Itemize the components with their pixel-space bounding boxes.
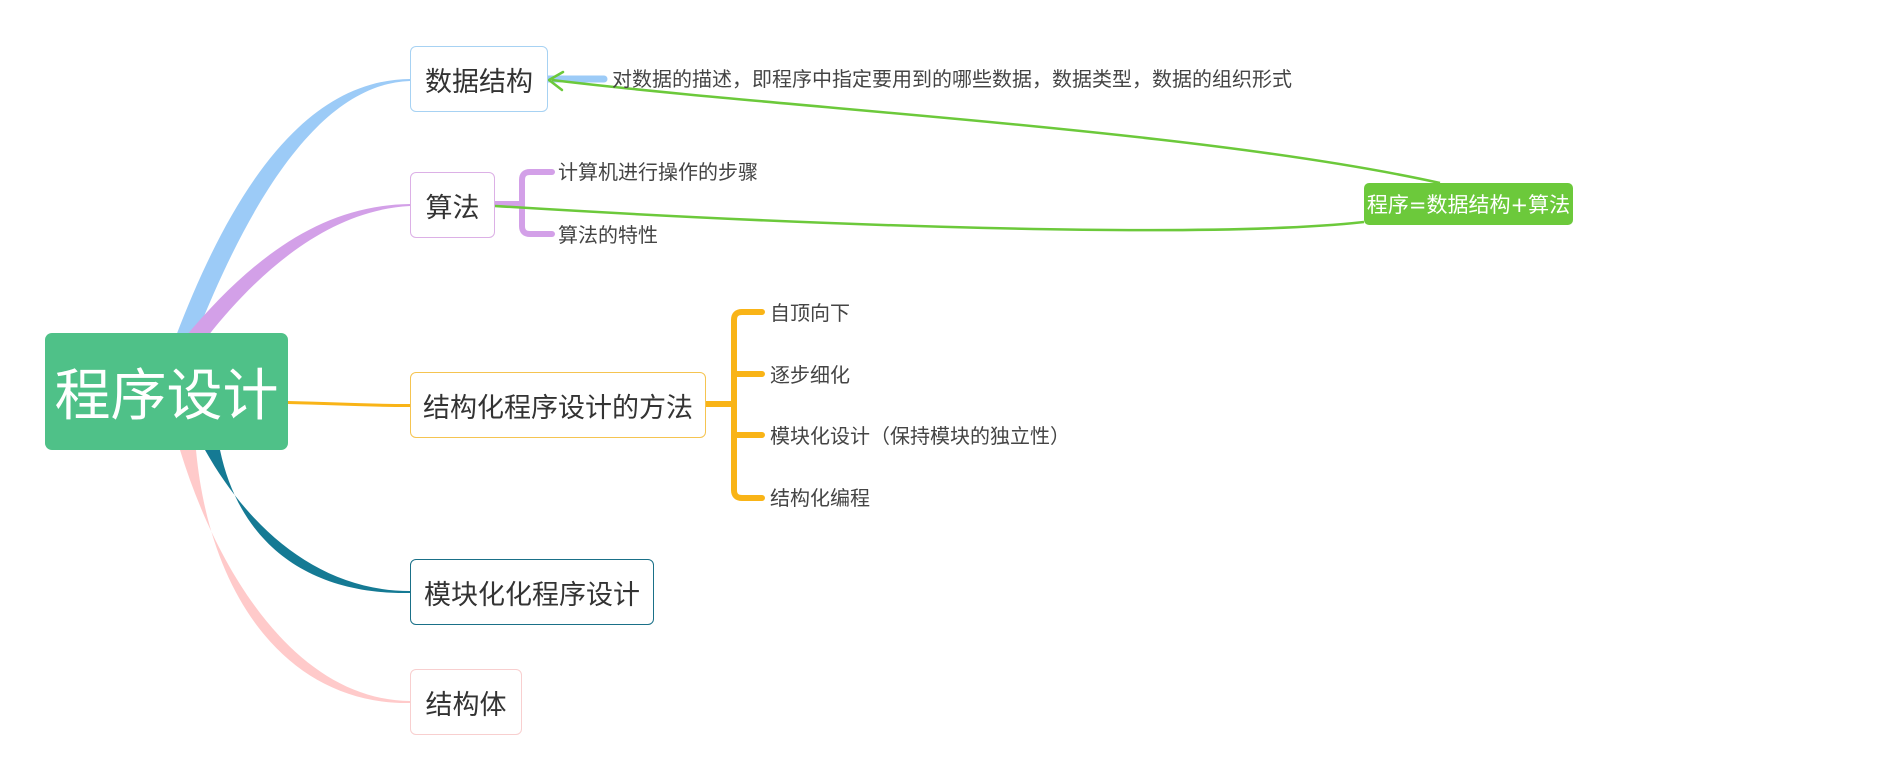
node-data-structure[interactable]: 数据结构	[410, 46, 548, 112]
bracket-method	[703, 309, 765, 501]
branch-data-structure	[176, 79, 410, 336]
relation-arrowhead	[547, 70, 565, 92]
relation-curve	[494, 78, 1441, 232]
method-child-3[interactable]: 模块化设计（保持模块的独立性）	[770, 424, 1070, 448]
branch-algorithm	[186, 204, 410, 336]
node-algorithm[interactable]: 算法	[410, 172, 495, 238]
algorithm-child-2[interactable]: 算法的特性	[558, 223, 658, 247]
branch-method	[288, 401, 410, 407]
node-structured-method[interactable]: 结构化程序设计的方法	[410, 372, 706, 438]
root-node[interactable]: 程序设计	[45, 333, 288, 450]
method-child-2[interactable]: 逐步细化	[770, 363, 850, 387]
node-modular-programming[interactable]: 模块化化程序设计	[410, 559, 654, 625]
bracket-algorithm	[492, 169, 555, 237]
relation-label[interactable]: 程序=数据结构+算法	[1364, 183, 1573, 225]
method-child-1[interactable]: 自顶向下	[770, 301, 850, 325]
algorithm-child-1[interactable]: 计算机进行操作的步骤	[558, 160, 758, 184]
data-structure-detail[interactable]: 对数据的描述，即程序中指定要用到的哪些数据，数据类型，数据的组织形式	[612, 67, 1292, 91]
node-struct[interactable]: 结构体	[410, 669, 522, 735]
branch-struct	[180, 450, 410, 704]
method-child-4[interactable]: 结构化编程	[770, 486, 870, 510]
branch-modular	[205, 450, 410, 594]
